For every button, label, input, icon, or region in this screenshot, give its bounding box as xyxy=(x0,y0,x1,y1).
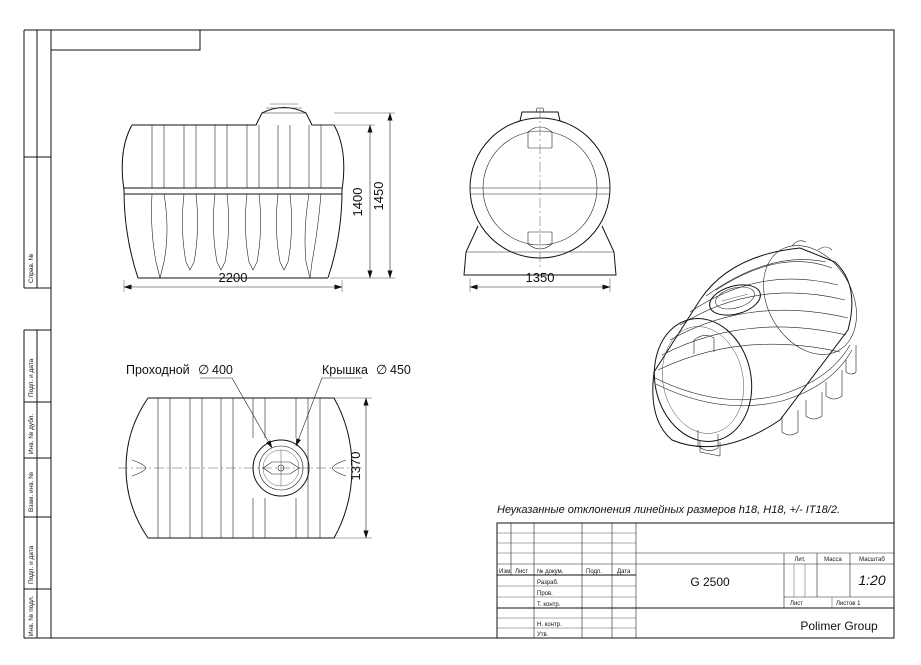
side-label: Подп. и дата xyxy=(28,358,35,397)
mass-label: Масса xyxy=(824,557,842,563)
front-height-dimension-1: 1400 xyxy=(350,188,365,217)
scale-label: Масштаб xyxy=(859,557,885,563)
column-header: Подп. xyxy=(586,569,602,575)
row-label: Н. контр. xyxy=(537,622,562,628)
sheet-label: Лист xyxy=(790,601,803,607)
company-name: Polimer Group xyxy=(800,619,878,633)
lit-label: Лит. xyxy=(794,557,805,563)
column-header: № докум. xyxy=(537,568,564,575)
row-label: Утв. xyxy=(537,632,549,638)
side-label: Взам. инв. № xyxy=(28,472,35,512)
front-width-dimension: 2200 xyxy=(219,270,248,285)
plan-width-dimension: 1370 xyxy=(348,452,363,481)
column-header: Изм. xyxy=(499,569,512,575)
title-block: Изм. Лист № докум. Подп. Дата Разраб. Пр… xyxy=(496,522,895,639)
sheet-frame xyxy=(23,29,895,639)
side-label: Инв. № подл. xyxy=(28,595,35,636)
hatch-value: 400 xyxy=(212,363,233,377)
column-header: Дата xyxy=(617,569,631,575)
isometric-view xyxy=(652,240,857,457)
tolerance-note: Неуказанные отклонения линейных размеров… xyxy=(497,504,840,516)
row-label: Пров. xyxy=(537,591,553,597)
sheets-label: Листов 1 xyxy=(836,601,861,607)
front-view: 2200 1400 1450 xyxy=(121,103,395,292)
row-label: Разраб. xyxy=(537,580,559,586)
diameter-symbol: ∅ xyxy=(198,362,209,377)
side-label: Справ. № xyxy=(28,253,35,283)
front-height-dimension-2: 1450 xyxy=(371,182,386,211)
side-label: Подп. и дата xyxy=(28,545,35,584)
column-header: Лист xyxy=(515,569,528,575)
side-stamp: Справ. № Подп. и дата Инв. № дубл. Взам.… xyxy=(27,253,35,636)
end-width-dimension: 1350 xyxy=(526,270,555,285)
diameter-symbol: ∅ xyxy=(376,362,387,377)
plan-view: Проходной ∅ 400 Крышка ∅ 450 1370 xyxy=(118,362,411,539)
hatch-label: Проходной xyxy=(126,363,190,377)
lid-value: 450 xyxy=(390,363,411,377)
lid-label: Крышка xyxy=(322,363,368,377)
designation: G 2500 xyxy=(690,575,730,589)
side-label: Инв. № дубл. xyxy=(27,414,35,454)
scale-value: 1:20 xyxy=(858,572,885,588)
row-label: Т. контр. xyxy=(537,602,561,608)
end-view: 1350 xyxy=(463,107,617,292)
